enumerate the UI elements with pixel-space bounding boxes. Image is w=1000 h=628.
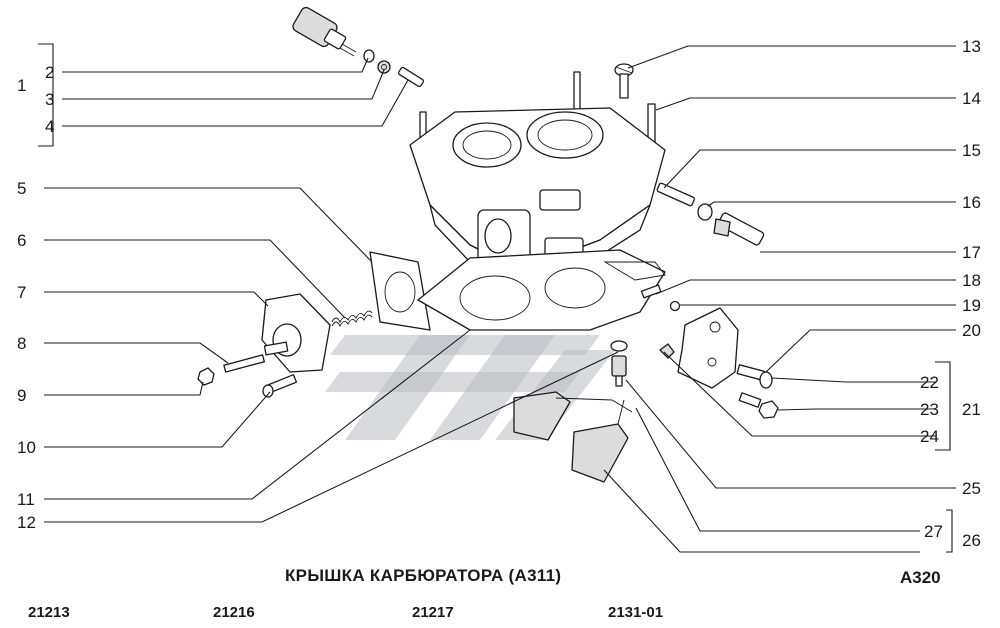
callout-24: 24 [920, 427, 939, 446]
screw-part [614, 63, 634, 99]
leader-lines [38, 43, 956, 553]
callout-8: 8 [17, 334, 26, 353]
ball-part [669, 300, 681, 312]
cover-gasket-part [417, 249, 666, 331]
watermark-logo [325, 335, 615, 440]
ring-part [377, 60, 391, 74]
solenoid-valve-part [292, 6, 357, 57]
callout-26: 26 [962, 531, 981, 550]
lock-screw-part [738, 392, 762, 408]
callout-5: 5 [17, 179, 26, 198]
callout-11: 11 [17, 490, 35, 509]
callout-20: 20 [962, 321, 981, 340]
needle-valve-part [610, 340, 628, 387]
callout-10: 10 [17, 438, 36, 457]
inlet-stud-part [656, 182, 695, 207]
callout-17: 17 [962, 243, 981, 262]
callout-16: 16 [962, 193, 981, 212]
diagram-title: КРЫШКА КАРБЮРАТОРА (А311) [285, 566, 562, 585]
callout-18: 18 [962, 271, 981, 290]
model-code-3: 21217 [412, 604, 454, 621]
nut-part [197, 367, 215, 386]
callout-9: 9 [17, 386, 26, 405]
callout-12: 12 [17, 513, 36, 532]
washer-part [363, 49, 375, 63]
callout-3: 3 [45, 90, 54, 109]
callout-14: 14 [962, 89, 981, 108]
lock-nut-part [758, 400, 779, 419]
callout-7: 7 [17, 283, 26, 302]
model-code-1: 21213 [28, 604, 70, 621]
callout-1: 1 [17, 76, 26, 95]
flange-gasket-part [369, 251, 431, 331]
jet-part [397, 66, 425, 88]
callout-27: 27 [924, 522, 943, 541]
callout-numbers: 1 2 3 4 5 6 7 8 9 10 11 12 13 14 15 16 1… [17, 37, 981, 550]
diaphragm-housing-part [261, 293, 331, 373]
long-screw-part [223, 354, 266, 373]
callout-4: 4 [45, 117, 54, 136]
lever-plate-part [659, 307, 739, 389]
model-code-4: 2131-01 [608, 604, 664, 621]
spring-part [331, 310, 373, 328]
small-screw-part [640, 284, 662, 299]
diagram-code: А320 [900, 568, 941, 587]
callout-25: 25 [962, 479, 981, 498]
model-code-2: 21216 [213, 604, 255, 621]
adjusting-screw-part [736, 364, 773, 389]
callout-15: 15 [962, 141, 981, 160]
callout-13: 13 [962, 37, 981, 56]
callout-23: 23 [920, 400, 939, 419]
callout-22: 22 [920, 373, 939, 392]
callout-6: 6 [17, 231, 26, 250]
sealing-washer-part [697, 203, 713, 221]
callout-19: 19 [962, 296, 981, 315]
fuel-fitting-part [713, 212, 765, 246]
callout-2: 2 [45, 63, 54, 82]
callout-21: 21 [962, 400, 981, 419]
float-part [513, 391, 633, 483]
short-screw-part [262, 374, 298, 398]
